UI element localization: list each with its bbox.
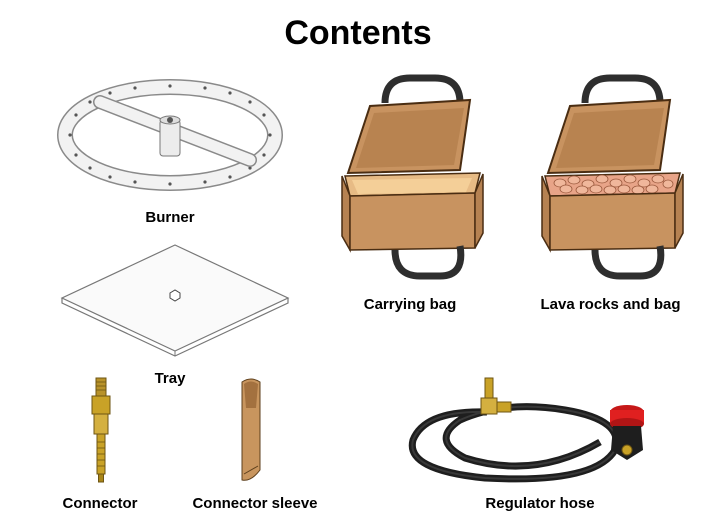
- burner-label: Burner: [145, 209, 195, 226]
- connector-sleeve-illustration: [241, 378, 261, 481]
- connector-sleeve-label: Connector sleeve: [192, 495, 318, 512]
- connector-illustration: [91, 377, 111, 483]
- carrying-bag-label: Carrying bag: [363, 296, 457, 313]
- lava-rocks-bag-label: Lava rocks and bag: [540, 296, 681, 313]
- tray-label: Tray: [154, 370, 186, 387]
- regulator-hose-illustration: [408, 377, 644, 483]
- burner-illustration: [57, 79, 283, 191]
- connector-label: Connector: [62, 495, 138, 512]
- tray-illustration: [60, 244, 290, 357]
- lava-rocks-bag-illustration: [541, 74, 684, 280]
- regulator-hose-label: Regulator hose: [485, 495, 595, 512]
- carrying-bag-illustration: [341, 74, 484, 280]
- page-title: Contents: [284, 14, 432, 52]
